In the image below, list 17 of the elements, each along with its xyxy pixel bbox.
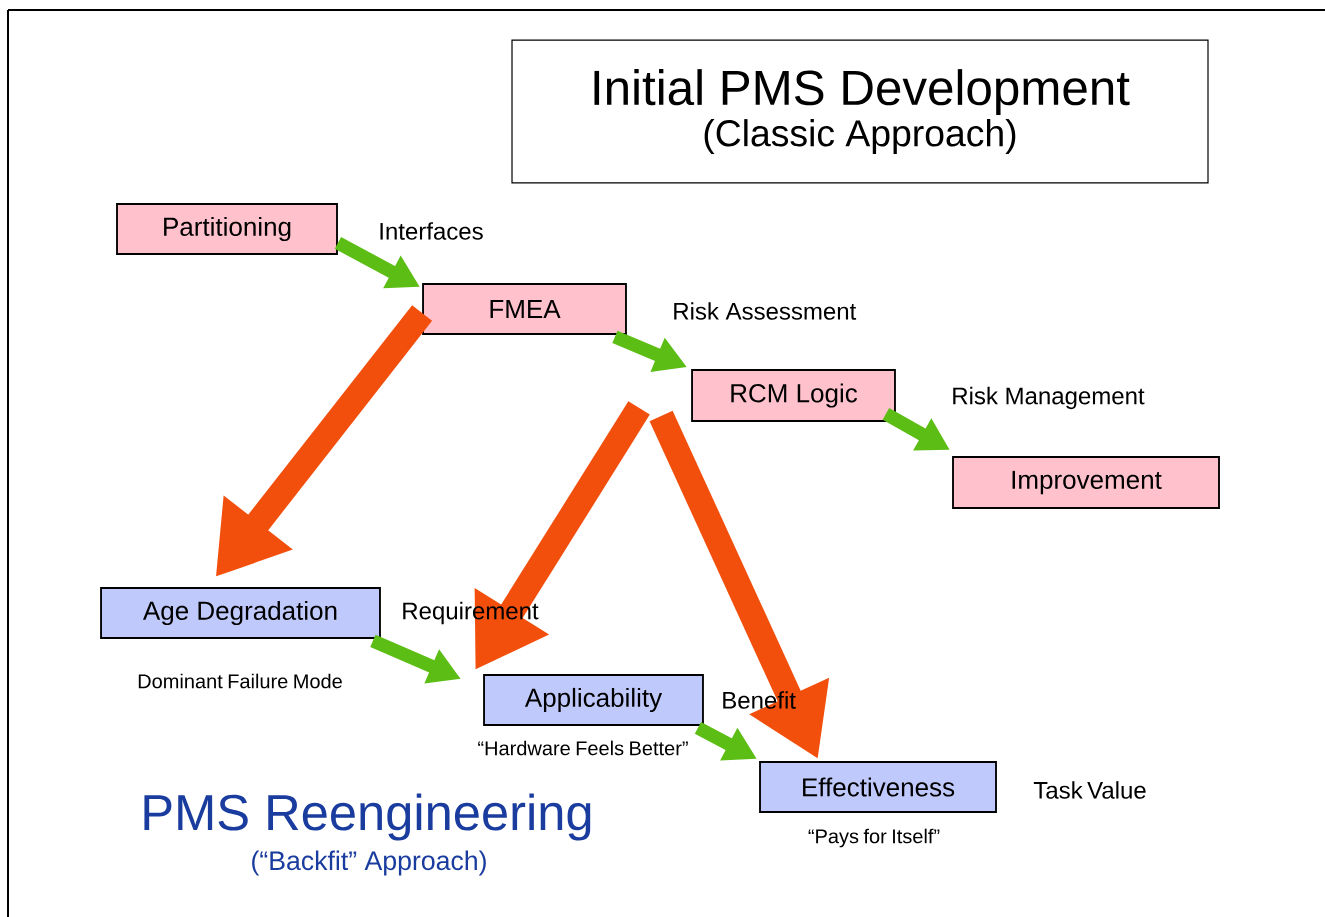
process-box: FMEA [422,283,627,335]
heading: PMS Reengineering [144,793,591,841]
node-caption: Task Value [1033,781,1146,799]
edge-label: Risk Assessment [674,302,857,320]
process-box: Age Degradation [100,587,381,639]
node-caption: Dominant Failure Mode [138,673,342,689]
process-box: Effectiveness [759,761,997,813]
node-caption: “Hardware Feels Better” [478,740,688,756]
process-box: RCM Logic [691,369,896,422]
subheading: (“Backfit” Approach) [252,850,486,876]
process-box: Partitioning [116,203,338,255]
title-box: Initial PMS Development (Classic Approach) [511,39,1209,184]
edge-label: Interfaces [380,222,483,240]
edge-label: Risk Management [953,386,1145,410]
process-box: Improvement [952,456,1220,509]
node-caption: “Pays for Itself” [808,828,940,848]
process-box: Applicability [483,674,704,726]
